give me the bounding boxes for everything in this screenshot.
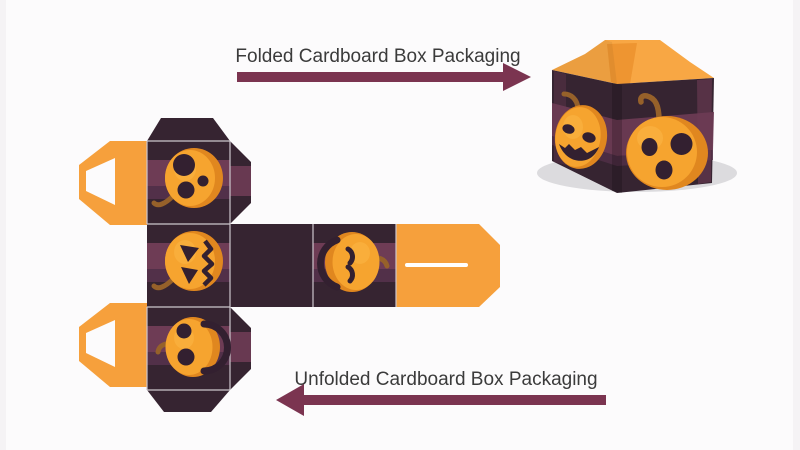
bottom-caption: Unfolded Cardboard Box Packaging — [276, 369, 606, 416]
fold-lines — [146, 140, 397, 391]
box-pumpkin-grin-face — [554, 91, 608, 169]
net-panel-plain — [230, 224, 313, 307]
glue-flap-right-top-stripe — [230, 166, 251, 196]
pumpkin-mouth — [655, 160, 673, 180]
pumpkin-eye — [345, 264, 355, 284]
pumpkin-eye — [562, 124, 575, 134]
glue-flap-bottom — [147, 390, 230, 412]
box-corner-shadow — [612, 83, 622, 193]
box-pumpkin-surprised-face — [626, 93, 708, 190]
glue-flap-right-bottom-stripe — [230, 332, 251, 362]
handle-tab-bottom — [79, 303, 147, 387]
unfolded-net — [79, 118, 500, 412]
glue-flap-top — [147, 118, 230, 141]
pumpkin-eye — [180, 245, 199, 262]
pumpkin-eye — [173, 154, 195, 176]
pumpkin-mouth — [317, 236, 341, 291]
pumpkin-mouth — [200, 320, 231, 375]
pumpkin-eye — [345, 246, 355, 266]
pumpkin-stem — [151, 276, 176, 291]
folded-box — [537, 40, 737, 193]
pumpkin-eye — [670, 133, 693, 155]
pumpkin-mouth — [559, 144, 599, 161]
pumpkin-eye — [181, 267, 198, 284]
pumpkin-mouth — [201, 239, 215, 287]
pumpkin-eye — [641, 138, 658, 156]
bottom-caption-text: Unfolded Cardboard Box Packaging — [294, 369, 597, 390]
pumpkin-mouth — [177, 181, 195, 199]
pumpkin-stem — [638, 93, 662, 123]
left-arrow — [276, 384, 606, 416]
net-pumpkin-surprised — [151, 148, 223, 208]
net-pumpkin-scary — [151, 231, 223, 291]
handle-cutout — [86, 320, 115, 367]
box-handle-shade — [607, 43, 637, 90]
top-caption-text: Folded Cardboard Box Packaging — [235, 46, 520, 67]
pumpkin-eye — [197, 175, 209, 187]
tuck-flap-slot — [405, 263, 468, 267]
handle-tab-top — [79, 141, 147, 225]
right-arrow — [237, 63, 531, 91]
net-pumpkin-winking — [155, 317, 231, 377]
handle-cutout — [86, 158, 115, 205]
pumpkin-stem — [151, 193, 176, 208]
pumpkin-eye — [176, 323, 192, 339]
box-top-left-shading — [552, 40, 617, 84]
top-caption: Folded Cardboard Box Packaging — [235, 46, 531, 91]
right-edge-tint — [793, 0, 800, 450]
pumpkin-eye — [177, 348, 195, 366]
net-pumpkin-crescent — [317, 232, 390, 292]
left-edge-tint — [0, 0, 6, 450]
pumpkin-eye — [582, 132, 596, 143]
